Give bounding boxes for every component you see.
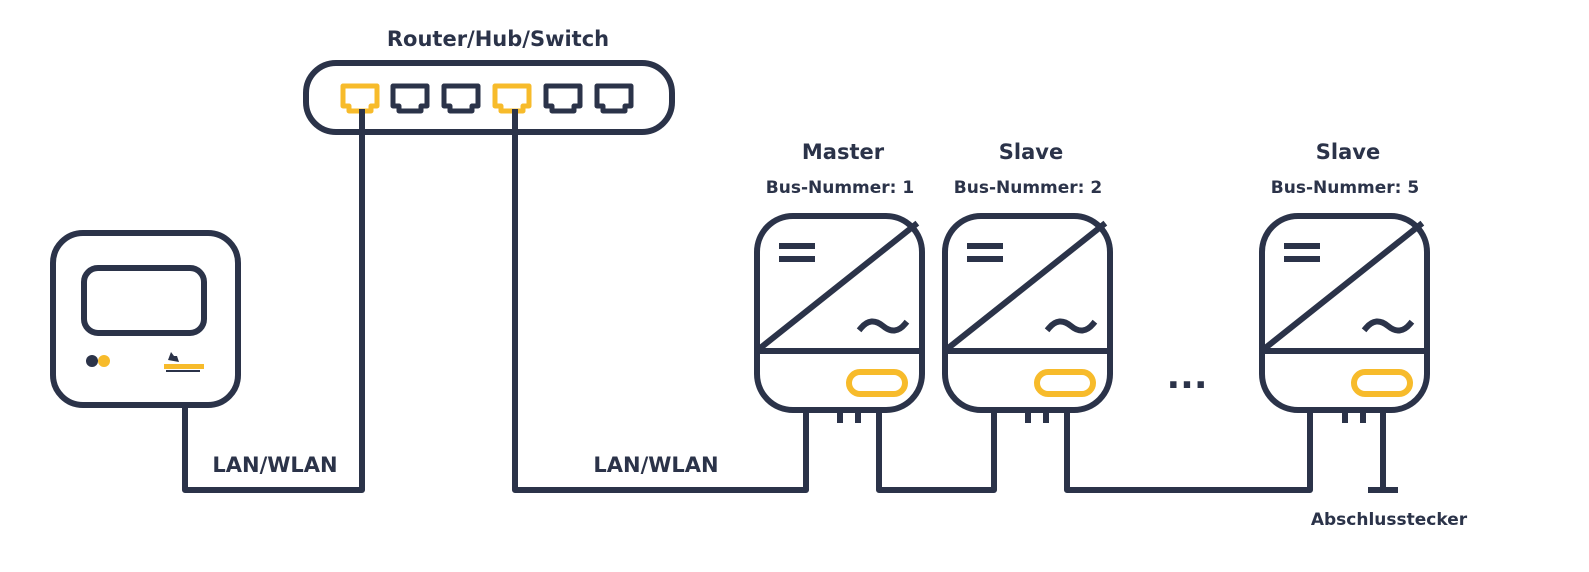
status-dot-yellow [98,355,110,367]
status-led-icon [1351,369,1413,397]
inverter-role: Master [802,140,885,164]
ellipsis: ... [1166,356,1207,397]
status-led-icon [1034,369,1096,397]
status-dot-dark [86,355,98,367]
terminator-label: Abschlusstecker [1311,510,1468,530]
router-ports [340,83,634,114]
status-led-icon [846,369,908,397]
ethernet-port-icon [390,83,430,114]
lan-label-right: LAN/WLAN [593,453,718,477]
inverter-bus-number: Bus-Nummer: 1 [766,178,914,198]
ethernet-port-icon [441,83,481,114]
controller-device [50,230,241,408]
wire-controller-router [182,109,365,493]
ethernet-port-icon [594,83,634,114]
smartdog-logo-icon [164,352,204,372]
lan-label-left: LAN/WLAN [212,453,337,477]
inverter-bus-number: Bus-Nummer: 5 [1271,178,1419,198]
controller-screen [81,265,207,336]
wire-master-slave2 [876,407,997,493]
ac-tilde-icon [1361,318,1415,334]
ethernet-port-icon [340,83,380,114]
inverter-role: Slave [1316,140,1380,164]
router-label: Router/Hub/Switch [387,27,609,51]
ac-tilde-icon [1044,318,1098,334]
ac-tilde-icon [856,318,910,334]
ethernet-port-icon [543,83,583,114]
inverter-bus-number: Bus-Nummer: 2 [954,178,1102,198]
ethernet-port-icon [492,83,532,114]
inverter-role: Slave [999,140,1063,164]
wire-slave2-slave5 [1064,407,1313,493]
wire-router-master [512,109,809,493]
router-box [303,60,675,135]
